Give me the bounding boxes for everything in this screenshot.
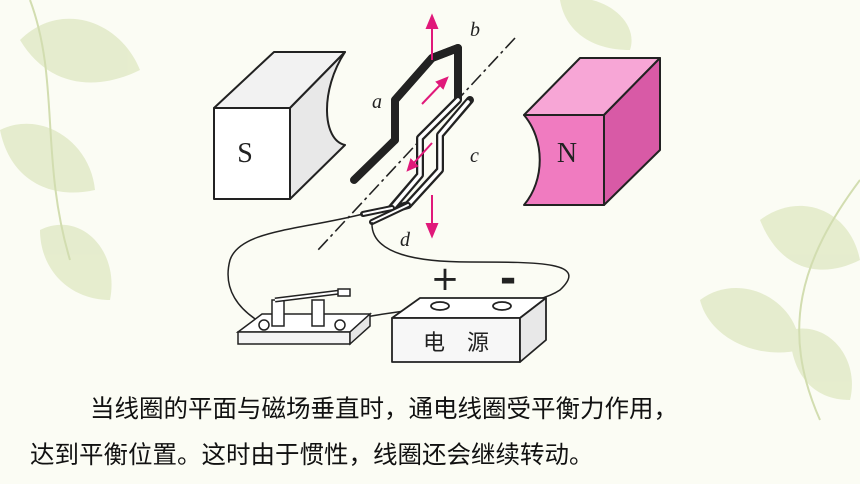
magnet-s-label: S [237,138,253,169]
coil-label-a: a [372,91,382,113]
caption-line-2: 达到平衡位置。这时由于惯性，线圈还会继续转动。 [30,440,594,469]
coil-label-b: b [470,19,480,41]
caption: 当线圈的平面与磁场垂直时，通电线圈受平衡力作用， 达到平衡位置。这时由于惯性，线… [30,386,840,478]
terminal-plus: + [431,259,460,299]
caption-line-1: 当线圈的平面与磁场垂直时，通电线圈受平衡力作用， [90,394,678,423]
force-arrows [406,13,449,239]
leaf-decoration [560,0,632,50]
motor-diagram: S N a b c d [213,13,661,363]
magnet-n-label: N [557,138,577,169]
leaf-decoration [790,328,852,400]
magnet-n [523,57,661,206]
leaf-decoration [760,205,860,270]
battery-label: 电 源 [423,331,489,356]
coil-label-d: d [400,229,411,251]
knife-switch [235,288,372,346]
leaf-decoration [700,288,800,353]
magnet-s [213,51,346,200]
terminal-minus: - [500,256,517,302]
leaf-decoration [20,18,140,83]
coil [350,44,474,225]
leaf-decoration [0,123,95,193]
battery [391,297,547,363]
leaf-decoration [40,224,112,300]
coil-label-c: c [470,145,479,167]
